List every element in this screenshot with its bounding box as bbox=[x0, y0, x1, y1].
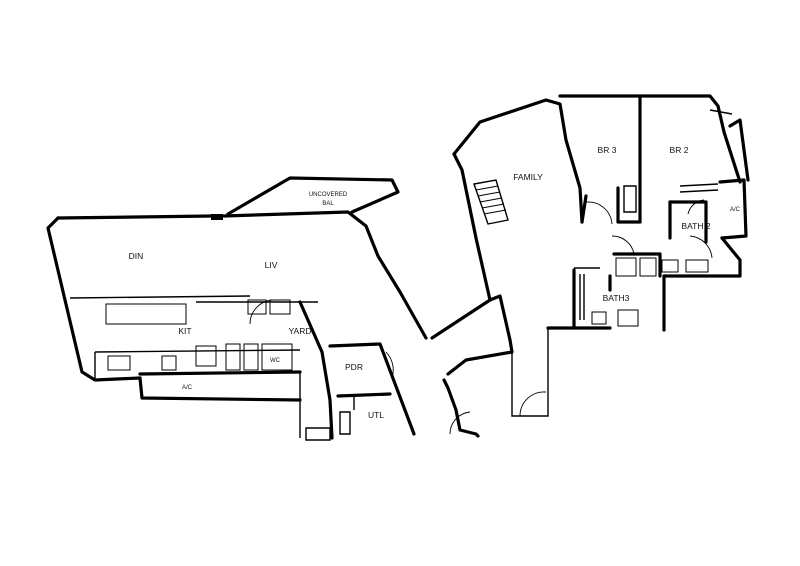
left-wing-walls bbox=[46, 210, 428, 402]
label-family: FAMILY bbox=[513, 172, 543, 182]
label-br2: BR 2 bbox=[670, 145, 689, 155]
label-uncovered-bal-1: UNCOVERED bbox=[309, 192, 348, 198]
label-bath3: BATH3 bbox=[603, 293, 630, 303]
right-service-walls bbox=[661, 118, 750, 332]
label-utl: UTL bbox=[368, 410, 384, 420]
label-kit: KIT bbox=[178, 326, 191, 336]
label-ac-left: A/C bbox=[182, 385, 193, 391]
label-yard: YARD bbox=[289, 326, 312, 336]
label-din: DIN bbox=[129, 251, 144, 261]
family-walls bbox=[430, 98, 612, 438]
yard-utility-walls bbox=[298, 300, 416, 441]
bedroom-walls bbox=[558, 94, 742, 225]
uncovered-balcony-walls bbox=[226, 176, 400, 216]
label-wc: WC bbox=[270, 358, 281, 364]
label-uncovered-bal-2: BAL bbox=[322, 201, 334, 207]
label-bath2: BATH 2 bbox=[681, 221, 710, 231]
label-liv: LIV bbox=[265, 260, 278, 270]
label-br3: BR 3 bbox=[598, 145, 617, 155]
label-ac-right: A/C bbox=[730, 207, 741, 213]
bath3-walls bbox=[572, 235, 662, 330]
label-pdr: PDR bbox=[345, 362, 363, 372]
room-labels: UNCOVERED BAL DIN LIV KIT YARD A/C PDR U… bbox=[129, 145, 741, 420]
staircase bbox=[473, 179, 509, 225]
kitchen-fixtures bbox=[69, 295, 318, 371]
